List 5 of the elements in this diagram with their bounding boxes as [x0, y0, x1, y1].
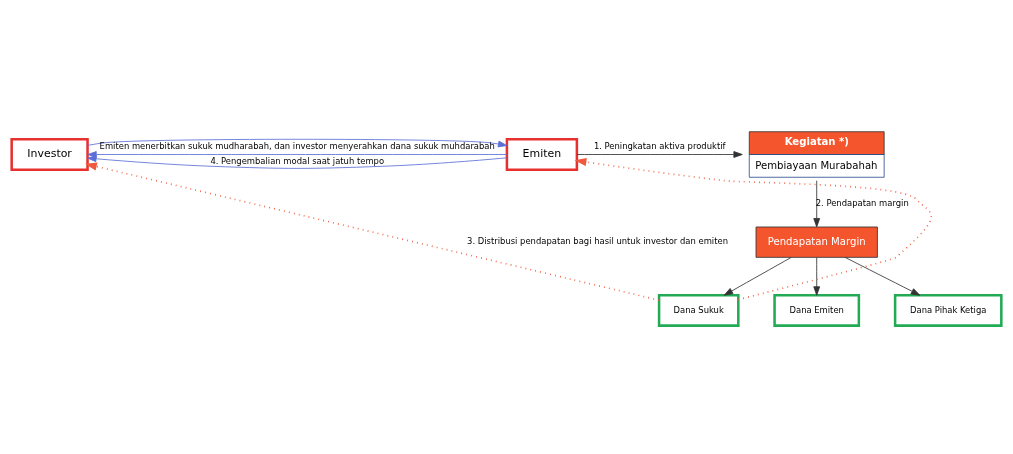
edge-label: Emiten menerbitkan sukuk mudharabah, dan investor menyerahkan dana sukuk muhdarabah	[99, 141, 495, 152]
edge-label: 2. Pendapatan margin	[815, 197, 909, 208]
edge-label: 1. Peningkatan aktiva produktif	[593, 141, 726, 152]
edge-label: 3. Distribusi pendapatan bagi hasil untuk investor dan emiten	[467, 236, 728, 247]
edge-label: 4. Pengembalian modal saat jatuh tempo	[210, 155, 385, 166]
